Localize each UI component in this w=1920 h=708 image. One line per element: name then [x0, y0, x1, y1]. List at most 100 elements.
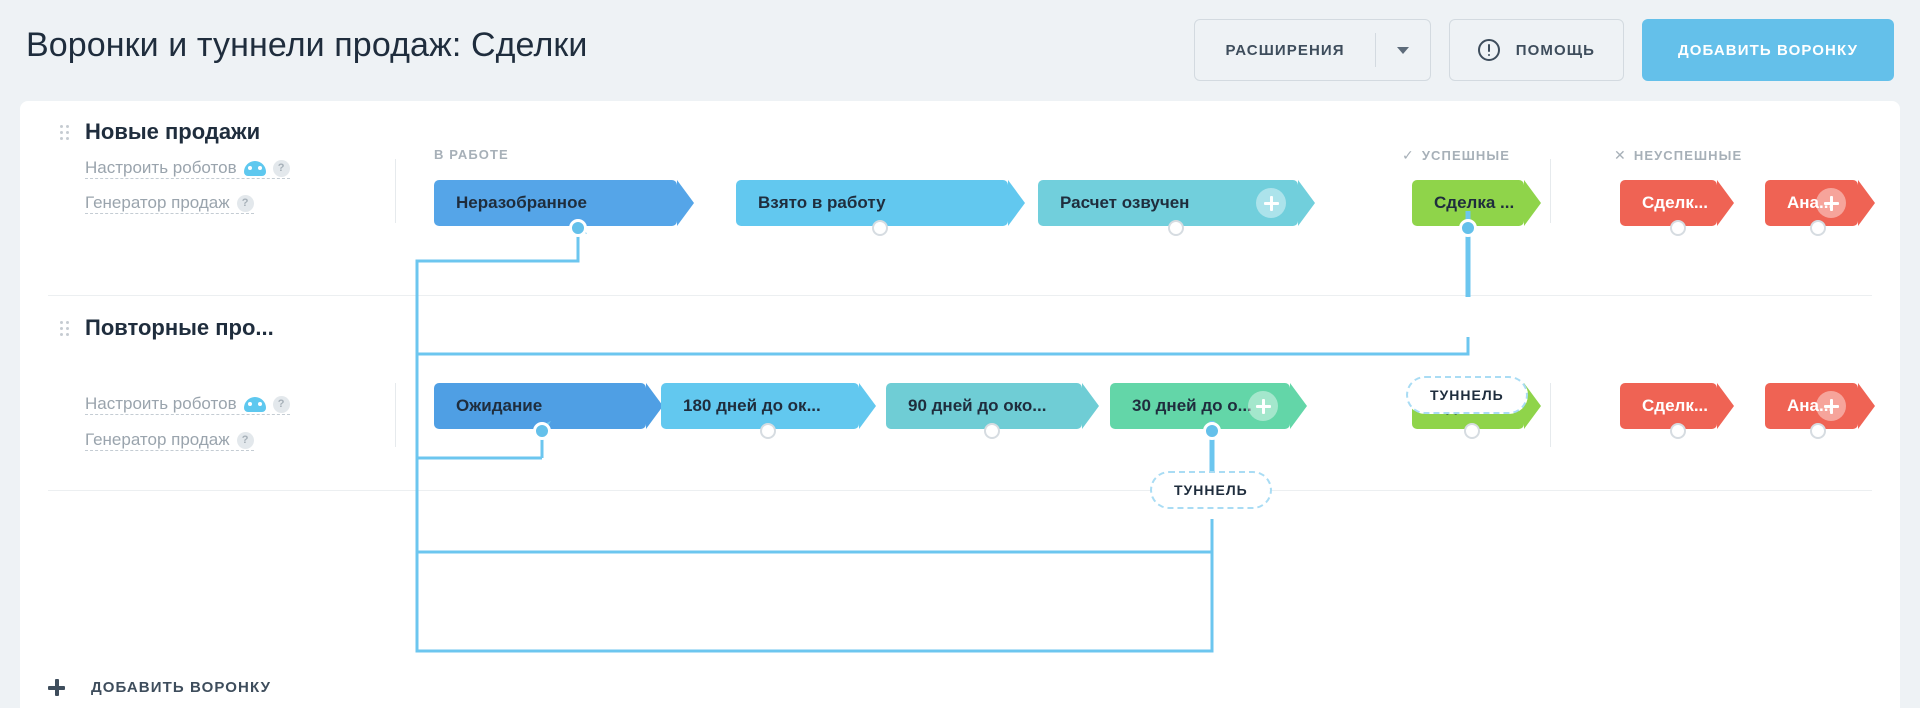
drag-handle[interactable]	[60, 321, 70, 337]
stage-pill[interactable]: 180 дней до ок...	[661, 383, 876, 429]
stage-arrow	[1858, 180, 1875, 226]
info-icon	[1477, 39, 1500, 61]
stage-arrow	[1082, 383, 1099, 429]
add-funnel-button[interactable]: ДОБАВИТЬ ВОРОНКУ	[1641, 19, 1894, 81]
stage-connector-dot[interactable]	[1464, 423, 1480, 439]
fail-stage-pill[interactable]: Сделк...	[1620, 180, 1734, 226]
sales-generator-label: Генератор продаж	[85, 193, 230, 212]
configure-robots-link[interactable]: Настроить роботов ?	[85, 394, 290, 415]
close-icon: ✕	[1614, 147, 1627, 163]
stage-connector-dot[interactable]	[872, 220, 888, 236]
add-funnel-button-label: ДОБАВИТЬ ВОРОНКУ	[1677, 41, 1858, 59]
tunnel-badge[interactable]: ТУННЕЛЬ	[1150, 471, 1272, 509]
stage-pill[interactable]: 90 дней до око...	[886, 383, 1099, 429]
stage-connector-dot[interactable]	[1168, 220, 1184, 236]
help-icon[interactable]: ?	[236, 431, 254, 449]
stage-connector-dot[interactable]	[1670, 220, 1686, 236]
fail-stage-pill[interactable]: Сделк...	[1620, 383, 1734, 429]
fail-stage-pill[interactable]: Ана...	[1765, 180, 1875, 226]
stage-connector-dot[interactable]	[533, 422, 551, 440]
stage-arrow	[1524, 180, 1541, 226]
divider	[1374, 33, 1376, 67]
stage-arrow	[677, 180, 694, 226]
robot-icon	[243, 396, 266, 412]
help-icon[interactable]: ?	[272, 159, 290, 177]
stage-pill[interactable]: Расчет озвучен	[1038, 180, 1315, 226]
stage-pill[interactable]: Взято в работу	[736, 180, 1025, 226]
extensions-button[interactable]: РАСШИРЕНИЯ	[1194, 19, 1431, 81]
column-header-fail: ✕ НЕУСПЕШНЫЕ	[1614, 147, 1742, 164]
funnel-title[interactable]: Повторные про...	[85, 315, 274, 340]
add-funnel-link[interactable]: ДОБАВИТЬ ВОРОНКУ	[48, 679, 271, 696]
stage-pill[interactable]: Неразобранное	[434, 180, 694, 226]
column-header-success-label: УСПЕШНЫЕ	[1421, 148, 1510, 163]
stage-arrow	[1858, 383, 1875, 429]
stage-label: Расчет озвучен	[1060, 193, 1190, 212]
configure-robots-link[interactable]: Настроить роботов ?	[85, 158, 290, 179]
divider	[1550, 159, 1551, 223]
divider	[1550, 383, 1551, 447]
stage-arrow	[859, 383, 876, 429]
stage-label: 180 дней до ок...	[683, 396, 821, 415]
stage-connector-dot[interactable]	[1459, 219, 1477, 237]
extensions-dropdown-toggle[interactable]	[1376, 20, 1430, 80]
header-actions: РАСШИРЕНИЯ ПОМОЩЬ ДОБАВИТЬ ВОРОНКУ	[1194, 19, 1894, 81]
stage-label: Сделк...	[1642, 396, 1708, 415]
stage-label: Ожидание	[456, 396, 543, 415]
funnels-card: Новые продажи Настроить роботов ? Генера…	[20, 101, 1900, 708]
sales-generator-link[interactable]: Генератор продаж ?	[85, 193, 254, 214]
divider	[395, 383, 396, 447]
column-header-in-progress: В РАБОТЕ	[434, 147, 509, 162]
stage-arrow	[1298, 180, 1315, 226]
configure-robots-label: Настроить роботов	[85, 158, 237, 177]
sales-generator-link[interactable]: Генератор продаж ?	[85, 430, 254, 451]
stage-connector-dot[interactable]	[1670, 423, 1686, 439]
sales-generator-label: Генератор продаж	[85, 430, 230, 449]
stage-arrow	[1717, 383, 1734, 429]
configure-robots-label: Настроить роботов	[85, 394, 237, 413]
stage-connector-dot[interactable]	[1810, 220, 1826, 236]
check-icon: ✓	[1402, 147, 1415, 163]
column-header-success: ✓ УСПЕШНЫЕ	[1402, 147, 1510, 164]
add-stage-button[interactable]	[1256, 188, 1286, 218]
page-title: Воронки и туннели продаж: Сделки	[26, 26, 588, 64]
help-icon[interactable]: ?	[272, 395, 290, 413]
robot-icon	[243, 160, 266, 176]
stage-connector-dot[interactable]	[569, 219, 587, 237]
add-stage-button[interactable]	[1248, 391, 1278, 421]
fail-stage-pill[interactable]: Ана...	[1765, 383, 1875, 429]
divider	[48, 490, 1872, 491]
tunnel-badge[interactable]: ТУННЕЛЬ	[1406, 376, 1528, 414]
stage-label: 90 дней до око...	[908, 396, 1047, 415]
stage-arrow	[1524, 383, 1541, 429]
stage-label: Взято в работу	[758, 193, 886, 212]
stage-label: Сделка ...	[1434, 193, 1515, 212]
plus-icon	[48, 679, 65, 696]
stage-connector-dot[interactable]	[1203, 422, 1221, 440]
help-label: ПОМОЩЬ	[1515, 41, 1595, 59]
divider	[395, 159, 396, 223]
add-funnel-link-label: ДОБАВИТЬ ВОРОНКУ	[91, 679, 272, 696]
stage-label: Неразобранное	[456, 193, 587, 212]
column-header-fail-label: НЕУСПЕШНЫЕ	[1633, 148, 1743, 163]
stage-connector-dot[interactable]	[984, 423, 1000, 439]
funnel-title[interactable]: Новые продажи	[85, 119, 261, 144]
extensions-label: РАСШИРЕНИЯ	[1225, 41, 1345, 59]
chevron-down-icon	[1396, 46, 1409, 54]
stage-label: 30 дней до о...	[1132, 396, 1252, 415]
help-icon[interactable]: ?	[236, 194, 254, 212]
drag-handle[interactable]	[60, 125, 70, 141]
stage-arrow	[1717, 180, 1734, 226]
stage-label: Ана...	[1787, 396, 1834, 415]
stage-connector-dot[interactable]	[760, 423, 776, 439]
stage-pill[interactable]: 30 дней до о...	[1110, 383, 1307, 429]
help-button[interactable]: ПОМОЩЬ	[1448, 19, 1624, 81]
funnel-row-repeat-sales: Повторные про... Настроить роботов ? Ген…	[20, 296, 1900, 491]
page-header: Воронки и туннели продаж: Сделки РАСШИРЕ…	[0, 0, 1920, 101]
stage-label: Сделк...	[1642, 193, 1708, 212]
funnel-row-new-sales: Новые продажи Настроить роботов ? Генера…	[20, 101, 1900, 296]
add-stage-button[interactable]	[1816, 188, 1846, 218]
stage-arrow	[1290, 383, 1307, 429]
add-stage-button[interactable]	[1816, 391, 1846, 421]
stage-connector-dot[interactable]	[1810, 423, 1826, 439]
